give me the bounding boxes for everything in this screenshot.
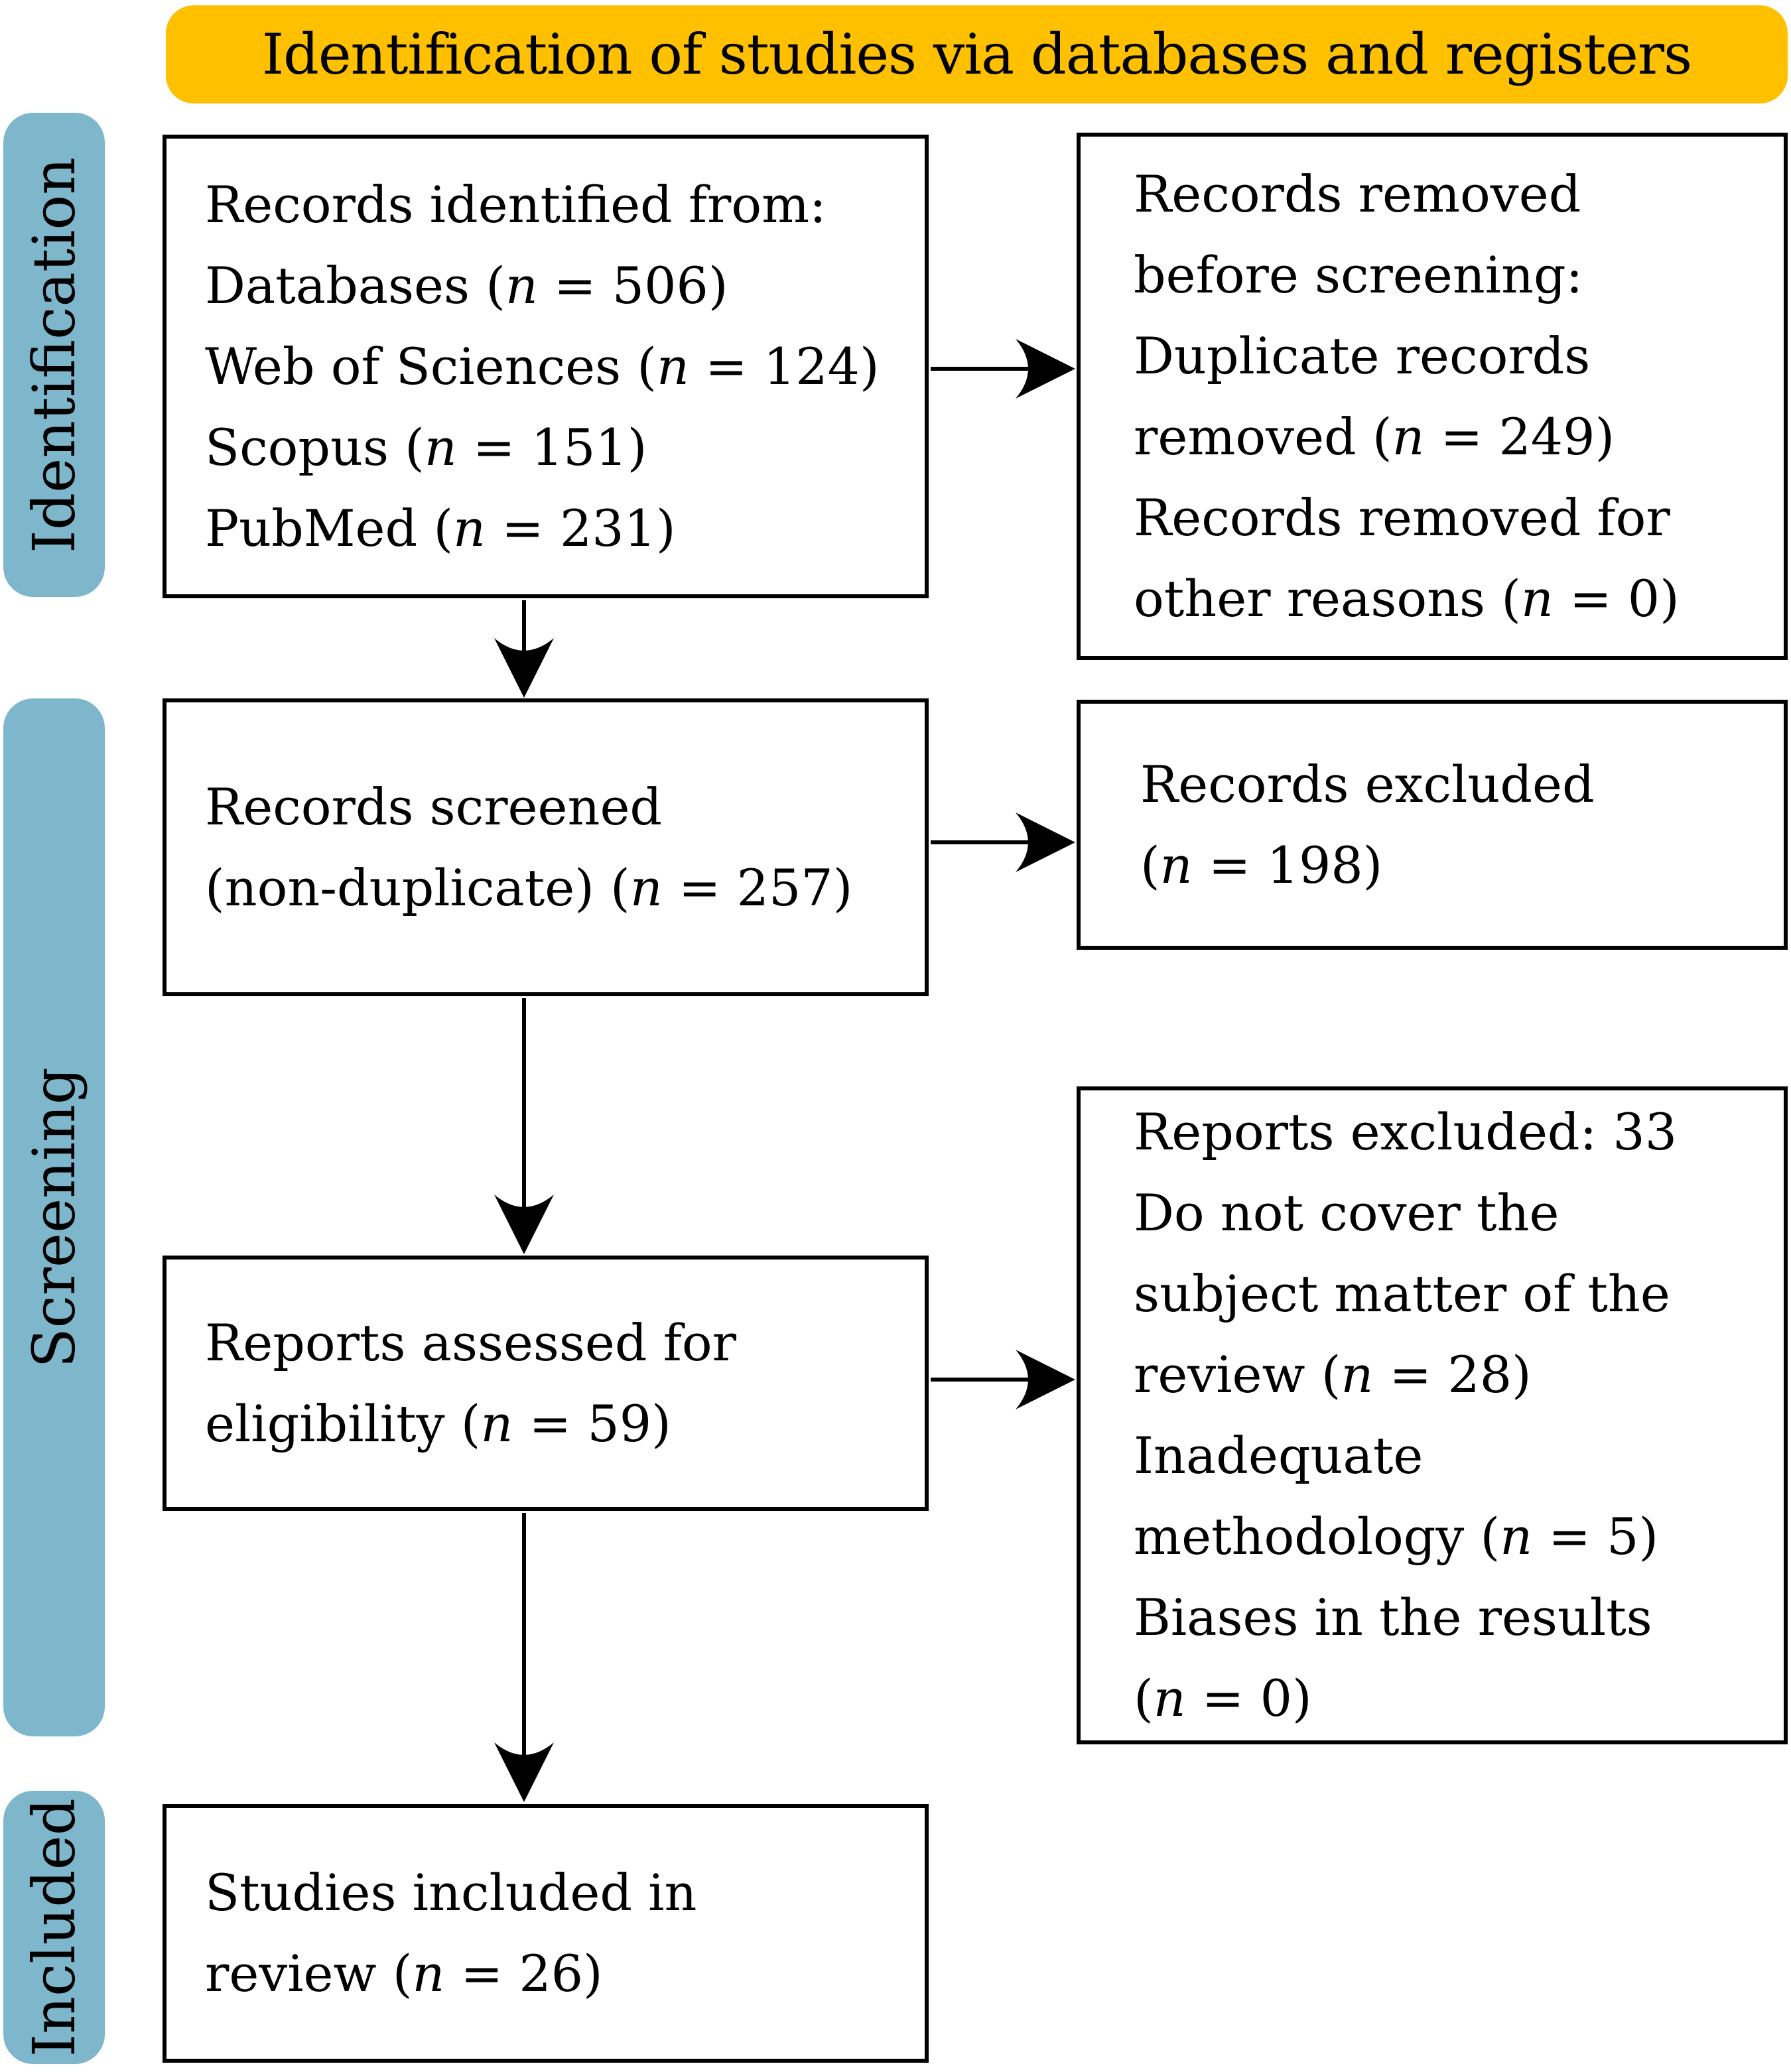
- box-text-line: Reports excluded: 33: [1134, 1102, 1678, 1161]
- box-text-line: Duplicate records: [1134, 326, 1591, 385]
- box-text-line: Records screened: [205, 777, 663, 836]
- box-records-screened: Records screened (non-duplicate) (n = 257…: [163, 698, 929, 996]
- box-text-line: Do not cover the: [1134, 1183, 1559, 1242]
- box-text-line: removed (n = 249): [1134, 407, 1615, 466]
- box-text-line: Records excluded: [1140, 754, 1595, 814]
- box-text-line: PubMed (n = 231): [205, 498, 676, 558]
- box-text-line: review (n = 28): [1134, 1345, 1532, 1404]
- box-text-line: (n = 198): [1140, 835, 1383, 895]
- box-text-line: Scopus (n = 151): [205, 417, 647, 477]
- box-text-line: Records removed: [1134, 164, 1581, 224]
- box-text-line: before screening:: [1134, 245, 1583, 304]
- title-text: Identification of studies via databases …: [261, 22, 1692, 87]
- stage-label-identification: Identification: [3, 113, 105, 597]
- box-records-excluded: Records excluded (n = 198): [1077, 700, 1788, 950]
- stage-label-included-text: Included: [20, 1797, 88, 2057]
- box-text-line: Biases in the results: [1134, 1588, 1652, 1647]
- box-studies-included: Studies included in review (n = 26): [163, 1804, 929, 2063]
- box-records-identified: Records identified from: Databases (n = 5…: [163, 135, 929, 598]
- stage-label-included: Included: [3, 1791, 105, 2064]
- box-text-line: (non-duplicate) (n = 257): [205, 858, 853, 917]
- stage-label-screening: Screening: [3, 698, 105, 1736]
- box-text-line: other reasons (n = 0): [1134, 568, 1680, 628]
- box-text-line: Studies included in: [205, 1863, 697, 1922]
- box-text-line: eligibility (n = 59): [205, 1393, 671, 1453]
- box-text-line: Databases (n = 506): [205, 255, 728, 315]
- box-reports-assessed: Reports assessed for eligibility (n = 59): [163, 1256, 929, 1511]
- box-text-line: Web of Sciences (n = 124): [205, 336, 880, 396]
- box-text-line: Records identified from:: [205, 174, 827, 234]
- stage-label-screening-text: Screening: [20, 1067, 88, 1368]
- box-text-line: (n = 0): [1134, 1669, 1312, 1728]
- box-text-line: Inadequate: [1134, 1426, 1424, 1485]
- stage-label-identification-text: Identification: [20, 157, 88, 553]
- box-records-removed-before-screening: Records removed before screening: Duplicat…: [1077, 133, 1788, 660]
- box-text-line: Records removed for: [1134, 487, 1670, 547]
- title-banner: Identification of studies via databases …: [166, 5, 1788, 103]
- box-text-line: Reports assessed for: [205, 1313, 736, 1372]
- box-text-line: subject matter of the: [1134, 1264, 1670, 1323]
- box-reports-excluded: Reports excluded: 33 Do not cover the subj…: [1077, 1086, 1788, 1744]
- box-text-line: review (n = 26): [205, 1944, 603, 2003]
- box-text-line: methodology (n = 5): [1134, 1507, 1659, 1566]
